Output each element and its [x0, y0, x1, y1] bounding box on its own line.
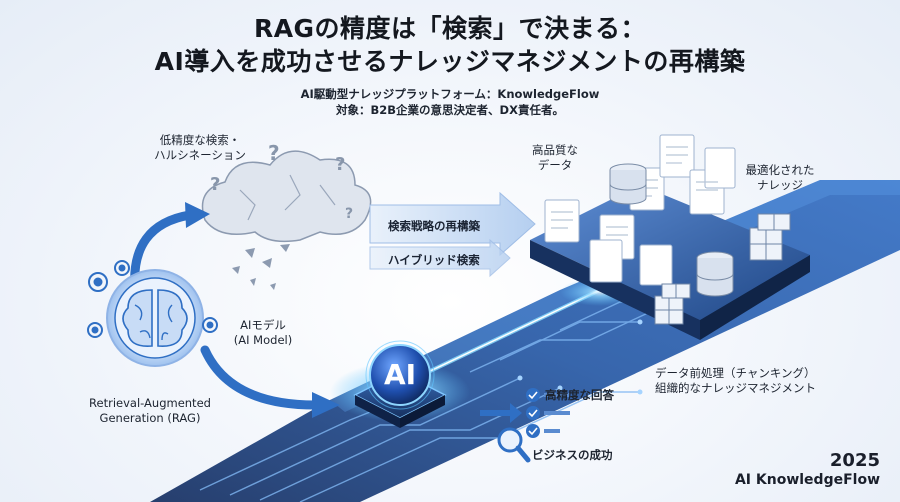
optimized-knowledge-label: 最適化された ナレッジ	[745, 163, 815, 192]
success-label: ビジネスの成功	[532, 448, 613, 462]
quality-data-label: 高品質な データ	[532, 143, 578, 172]
problem-label: 低精度な検索・ ハルシネーション	[154, 133, 246, 162]
footer-year: 2025	[829, 450, 880, 471]
preprocess-label: データ前処理（チャンキング） 組織的なナレッジマネジメント	[655, 366, 816, 395]
arrow-label-strategy: 検索戦略の再構築	[388, 219, 480, 233]
svg-text:?: ?	[268, 141, 280, 165]
page-title-line1: RAGの精度は「検索」で決まる：	[253, 14, 647, 43]
brain-icon	[106, 269, 204, 367]
answer-label: 高精度な回答	[545, 388, 614, 402]
subtitle-line2: 対象：B2B企業の意思決定者、DX責任者。	[336, 103, 564, 117]
ai-chip	[330, 340, 470, 428]
ai-chip-label: AI	[383, 358, 417, 391]
ai-model-label: AIモデル (AI Model)	[233, 318, 293, 347]
knowledge-platform	[530, 134, 810, 340]
svg-text:?: ?	[335, 154, 345, 175]
magnifier-icon	[497, 427, 531, 463]
page-title-line2: AI導入を成功させるナレッジマネジメントの再構築	[154, 47, 746, 76]
broken-cloud-icon: ? ? ? ?	[201, 141, 372, 290]
arrow-label-hybrid: ハイブリッド検索	[388, 253, 480, 267]
svg-text:?: ?	[210, 174, 220, 195]
subtitle-line1: AI駆動型ナレッジプラットフォーム：KnowledgeFlow	[300, 87, 600, 101]
check-list-icon	[480, 388, 570, 438]
flow-arrows	[369, 191, 536, 278]
footer-brand: AI KnowledgeFlow	[734, 472, 880, 488]
svg-text:?: ?	[345, 206, 353, 222]
gear-icon	[87, 260, 218, 338]
rag-label: Retrieval-Augmented Generation (RAG)	[89, 396, 211, 425]
